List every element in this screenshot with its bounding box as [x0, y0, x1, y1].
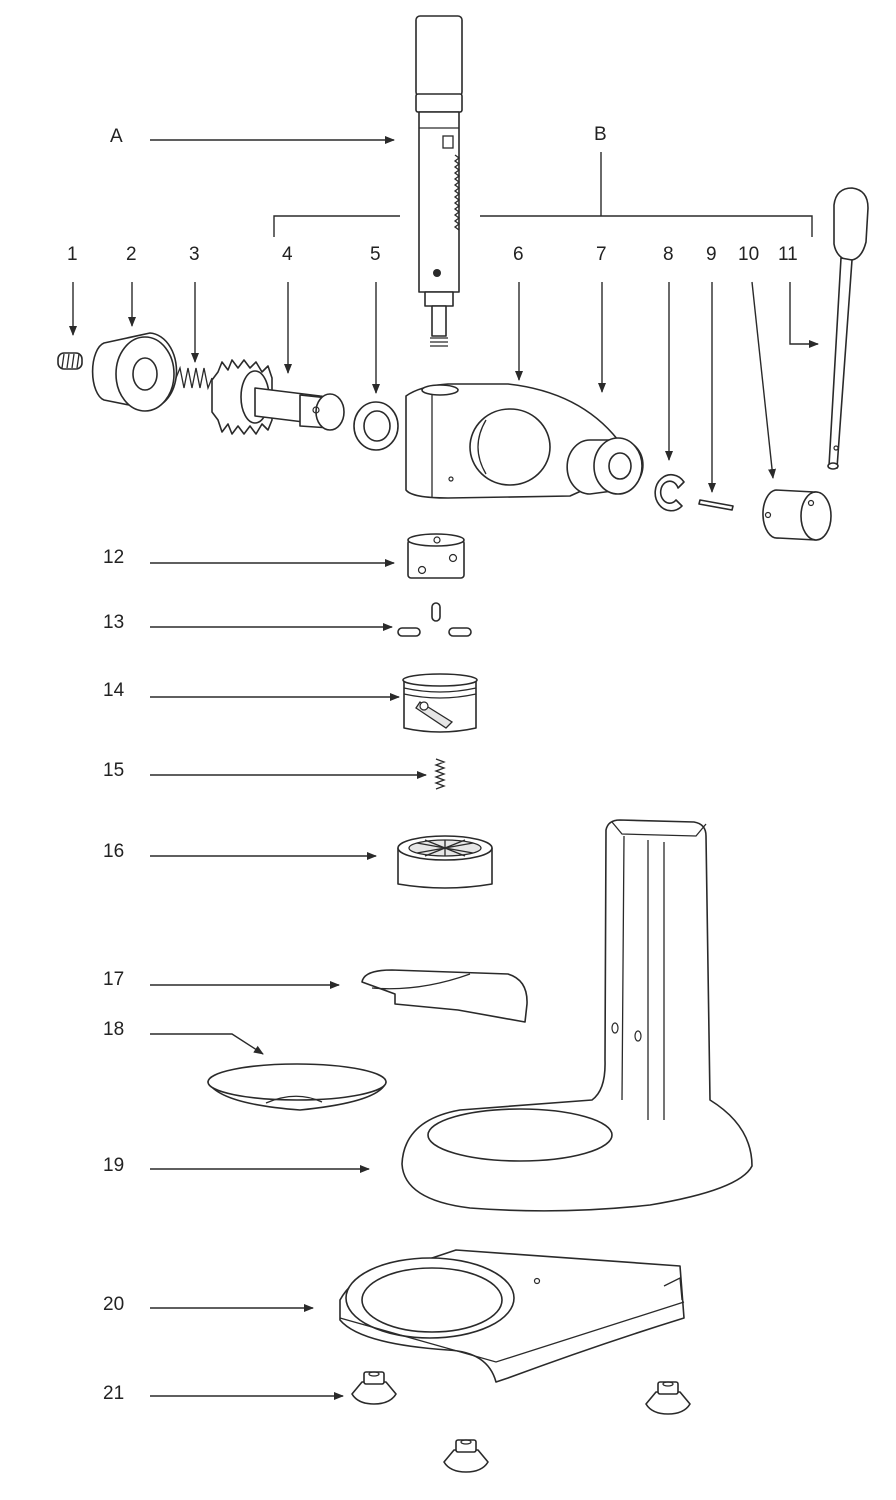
label-part-3: 3 — [189, 244, 200, 265]
part-4-pinion-gear-shaft — [211, 359, 345, 435]
label-part-14: 14 — [103, 680, 125, 701]
part-19-stand-body — [401, 819, 753, 1212]
label-part-18: 18 — [103, 1019, 124, 1040]
label-B: B — [594, 124, 607, 145]
part-21-rubber-foot-right — [645, 1381, 691, 1415]
part-A-plunger-shaft — [415, 15, 463, 347]
label-part-10: 10 — [738, 244, 759, 265]
part-18-drip-plate — [207, 1063, 387, 1111]
label-part-19: 19 — [103, 1155, 124, 1176]
part-17-juice-tray — [361, 969, 528, 1023]
label-part-2: 2 — [126, 244, 137, 265]
label-part-11: 11 — [778, 244, 798, 265]
part-7-bearing-boss — [566, 437, 644, 495]
leader-part-11 — [789, 282, 819, 348]
part-3-spring — [175, 365, 213, 391]
label-part-6: 6 — [513, 244, 524, 265]
label-part-13: 13 — [103, 612, 124, 633]
part-21-rubber-foot-left — [351, 1371, 397, 1405]
part-5-washer — [353, 401, 399, 451]
label-part-4: 4 — [282, 244, 293, 265]
label-part-15: 15 — [103, 760, 124, 781]
part-14-threaded-cup — [402, 673, 478, 733]
label-part-17: 17 — [103, 969, 124, 990]
part-10-knob-bushing — [762, 489, 832, 541]
label-part-8: 8 — [663, 244, 674, 265]
part-21-rubber-foot-front — [443, 1439, 489, 1473]
label-part-1: 1 — [67, 244, 78, 265]
leader-part-10 — [751, 281, 777, 479]
part-9-pin — [698, 499, 734, 511]
part-8-circlip — [654, 473, 685, 512]
leader-part-18 — [150, 1033, 264, 1055]
label-part-12: 12 — [103, 547, 124, 568]
part-13-pins — [397, 602, 472, 637]
label-part-21: 21 — [103, 1383, 124, 1404]
label-part-20: 20 — [103, 1294, 124, 1315]
part-12-coupling-block — [407, 533, 465, 579]
label-part-5: 5 — [370, 244, 381, 265]
part-11-lever-handle — [827, 187, 869, 470]
label-A: A — [110, 126, 123, 147]
label-part-9: 9 — [706, 244, 717, 265]
part-20-base-plate — [339, 1249, 685, 1383]
label-part-7: 7 — [596, 244, 607, 265]
part-15-small-spring — [434, 758, 446, 790]
part-16-cutter-ring — [397, 835, 493, 889]
part-2-collar — [91, 332, 178, 412]
label-part-16: 16 — [103, 841, 124, 862]
bracket-B — [273, 152, 813, 237]
part-1-grub-screw — [57, 352, 83, 370]
